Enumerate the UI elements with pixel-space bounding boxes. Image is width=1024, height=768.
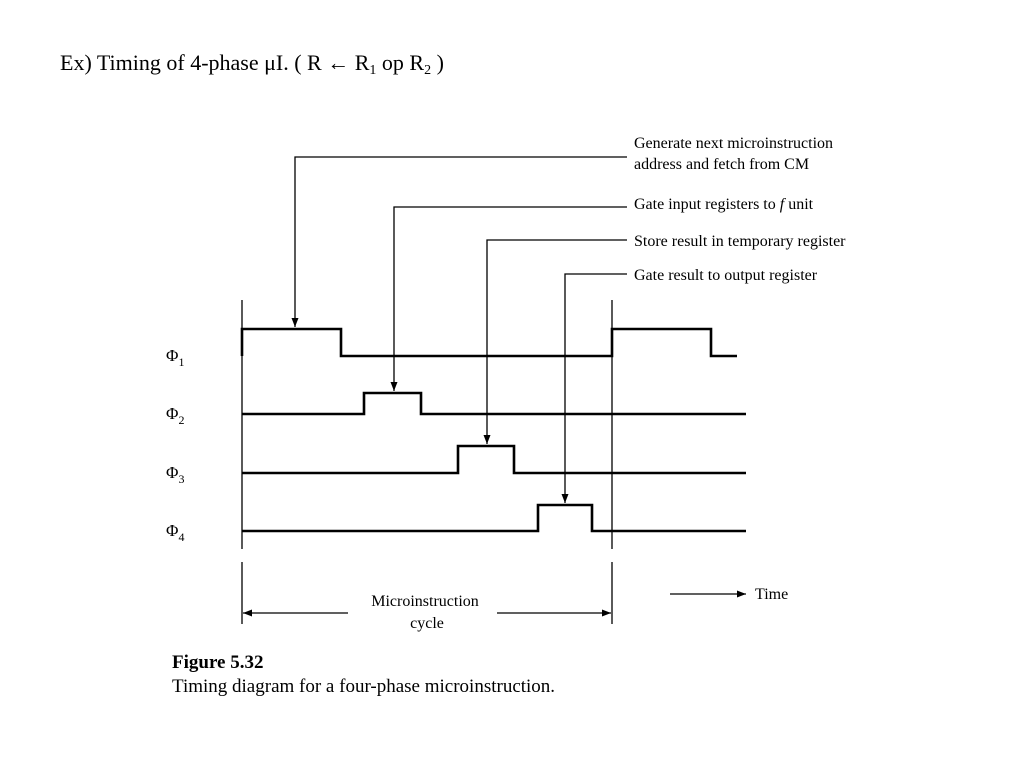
heading-suffix: ) [431,50,444,75]
heading-mid: op R [376,50,425,75]
phase-3-waveform [242,444,746,475]
heading-sub-2: 2 [424,63,432,78]
figure-number: Figure 5.32 [172,652,264,673]
annotation-3-arrow [483,239,627,444]
phase-4-label: Φ4 [166,521,184,544]
time-label: Time [755,586,788,603]
cycle-label: Microinstruction cycle [371,593,483,632]
annotation-1-arrow [291,156,627,327]
phase-3-label: Φ3 [166,463,184,486]
phase-2-waveform [242,391,746,416]
figure-description: Timing diagram for a four-phase microins… [172,676,556,697]
heading-sub-1: 1 [369,63,377,78]
annotation-1-text: Generate next microinstruction address a… [634,135,837,173]
annotation-3-text: Store result in temporary register [634,233,846,250]
annotation-4-arrow [561,273,627,503]
phase-1-label: Φ1 [166,346,184,369]
page-heading: Ex) Timing of 4-phase μI. ( R ← R1 op R2… [60,50,444,78]
annotation-2-text: Gate input registers to f unit [634,196,814,213]
annotation-4-text: Gate result to output register [634,267,818,284]
figure-caption: Figure 5.32 Timing diagram for a four-ph… [172,651,555,699]
heading-prefix: Ex) Timing of 4-phase μI. ( R ← R [60,50,370,75]
annotation-2-arrow [390,206,627,391]
phase-4-waveform [242,503,746,533]
phase-2-label: Φ2 [166,404,184,427]
phase-1-waveform [240,327,737,358]
